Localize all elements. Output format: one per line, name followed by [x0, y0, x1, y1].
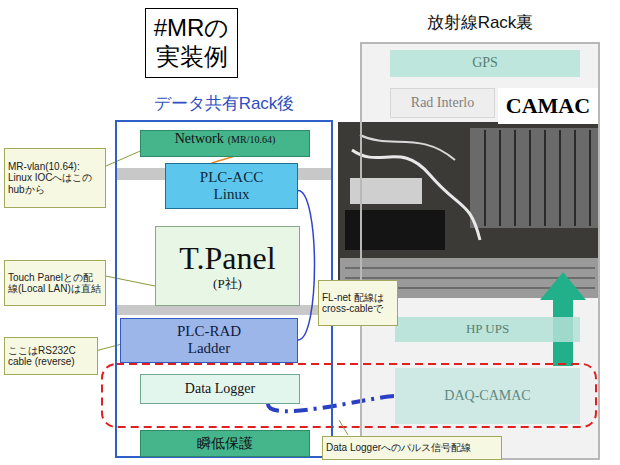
box-label: (P社) — [213, 277, 242, 292]
box-label: CAMAC — [506, 93, 590, 118]
leader-line — [106, 151, 140, 166]
callout-note: FL-net 配線は cross-cableで — [318, 280, 398, 326]
box-label: T.Panel — [179, 240, 275, 277]
callout-note: MR-vlan(10.64): Linux IOCへはこのhubから — [4, 148, 106, 208]
panel-box: T.Panel(P社) — [155, 226, 300, 306]
logger-box: Data Logger — [140, 374, 300, 404]
box-label: PLC-ACC Linux — [187, 169, 277, 204]
plc-box: PLC-RAD Ladder — [120, 318, 298, 363]
box-label: Data Logger — [185, 381, 255, 397]
power-box: 瞬低保護 — [140, 430, 310, 457]
highlight-region — [102, 364, 596, 427]
box-label: GPS — [472, 55, 498, 71]
box-label: HP UPS — [466, 322, 509, 337]
box-label: 瞬低保護 — [197, 435, 253, 451]
callout-note: ここはRS232C cable (reverse) — [4, 337, 98, 375]
callout-text: Touch Panelとの配線(Local LAN)は直結 — [8, 272, 102, 295]
photo-label: CAMAC — [498, 88, 598, 124]
device-box: DAQ-CAMAC — [395, 368, 580, 424]
network-box: Network (MR/10.64) — [140, 130, 310, 157]
rack-heading: データ共有Rack後 — [117, 94, 331, 114]
box-label: PLC-RAD Ladder — [154, 323, 264, 358]
leader-line — [106, 276, 155, 286]
device-box: HP UPS — [395, 317, 580, 342]
box-label: DAQ-CAMAC — [444, 388, 530, 404]
callout-text: ここはRS232C cable (reverse) — [8, 345, 94, 368]
flnet-cable — [298, 191, 315, 340]
device-box: Rad Interlo — [390, 88, 495, 118]
callout-note: Data Loggerへのパルス信号配線 — [322, 436, 502, 460]
callout-text: MR-vlan(10.64): Linux IOCへはこのhubから — [8, 161, 102, 196]
plc-box: PLC-ACC Linux — [165, 163, 298, 209]
title-text: #MRの 実装例 — [150, 14, 234, 72]
callout-text: FL-net 配線は cross-cableで — [322, 292, 394, 315]
box-label: Network — [175, 131, 224, 147]
rack-frame: データ共有Rack後Network(MR/10.64)PLC-ACC Linux… — [115, 120, 333, 458]
device-box: GPS — [390, 50, 580, 77]
rack-rail — [117, 305, 331, 315]
box-label: (MR/10.64) — [228, 134, 276, 146]
leader-line — [339, 420, 348, 435]
callout-note: Touch Panelとの配線(Local LAN)は直結 — [4, 260, 106, 306]
rack-frame: 放射線Rack裏GPSRad InterloCAMACHP UPSDAQ-CAM… — [360, 42, 600, 460]
rack-fill — [360, 42, 600, 460]
rack-heading: 放射線Rack裏 — [362, 13, 598, 33]
title-box: #MRの 実装例 — [145, 8, 238, 78]
box-label: Rad Interlo — [411, 95, 474, 111]
callout-text: Data Loggerへのパルス信号配線 — [326, 442, 498, 454]
rack-photo — [338, 122, 600, 298]
